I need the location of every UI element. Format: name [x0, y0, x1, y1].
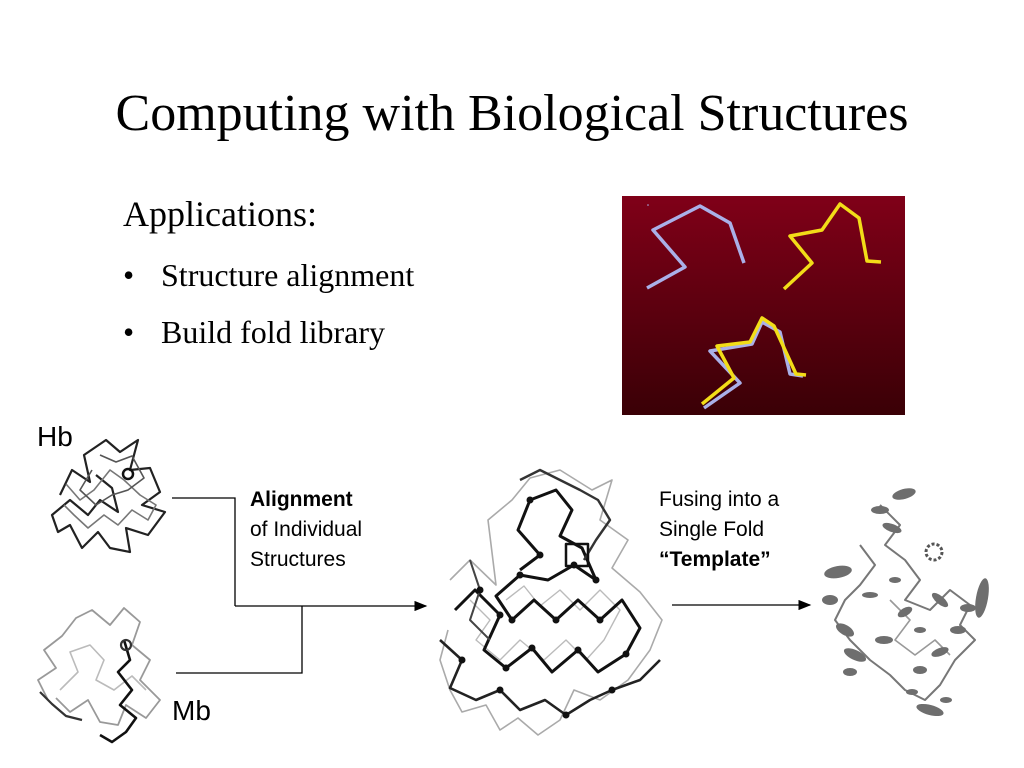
- mb-protein-structure: [37, 607, 161, 744]
- aligned-structures: [439, 468, 663, 736]
- alignment-caption-line-3: Structures: [250, 548, 346, 571]
- bullet-dot-icon: •: [123, 257, 135, 293]
- fused-template-structure: [822, 488, 989, 717]
- fusing-caption: Fusing into a Single Fold “Template”: [659, 485, 779, 575]
- hb-protein-structure: [50, 438, 167, 554]
- alignment-caption-line-2: of Individual: [250, 518, 363, 541]
- hb-label: Hb: [37, 421, 73, 452]
- fusing-caption-line-1: Fusing into a: [659, 488, 780, 511]
- alignment-caption-line-1: Alignment: [250, 488, 353, 511]
- alignment-caption: Alignment of Individual Structures: [250, 485, 362, 575]
- aligned-structure-b-trace: [700, 316, 807, 406]
- slide-title: Computing with Biological Structures: [115, 85, 909, 142]
- alignment-illustration: [646, 202, 882, 410]
- fusing-caption-line-2: Single Fold: [659, 518, 765, 541]
- bullet-item-build-fold-library: • Build fold library: [123, 314, 385, 350]
- fusing-caption-line-3: “Template”: [659, 548, 771, 571]
- bullet-dot-icon: •: [123, 314, 135, 350]
- structure-a-trace: [646, 204, 746, 290]
- bullet-item-structure-alignment: • Structure alignment: [123, 257, 414, 293]
- structure-b-trace: [782, 202, 882, 291]
- applications-heading: Applications:: [123, 194, 317, 234]
- structure-alignment-image: [622, 196, 905, 415]
- bullet-text: Structure alignment: [161, 257, 415, 293]
- connector-lines: [172, 497, 812, 674]
- bullet-text: Build fold library: [161, 314, 385, 350]
- mb-label: Mb: [172, 695, 211, 726]
